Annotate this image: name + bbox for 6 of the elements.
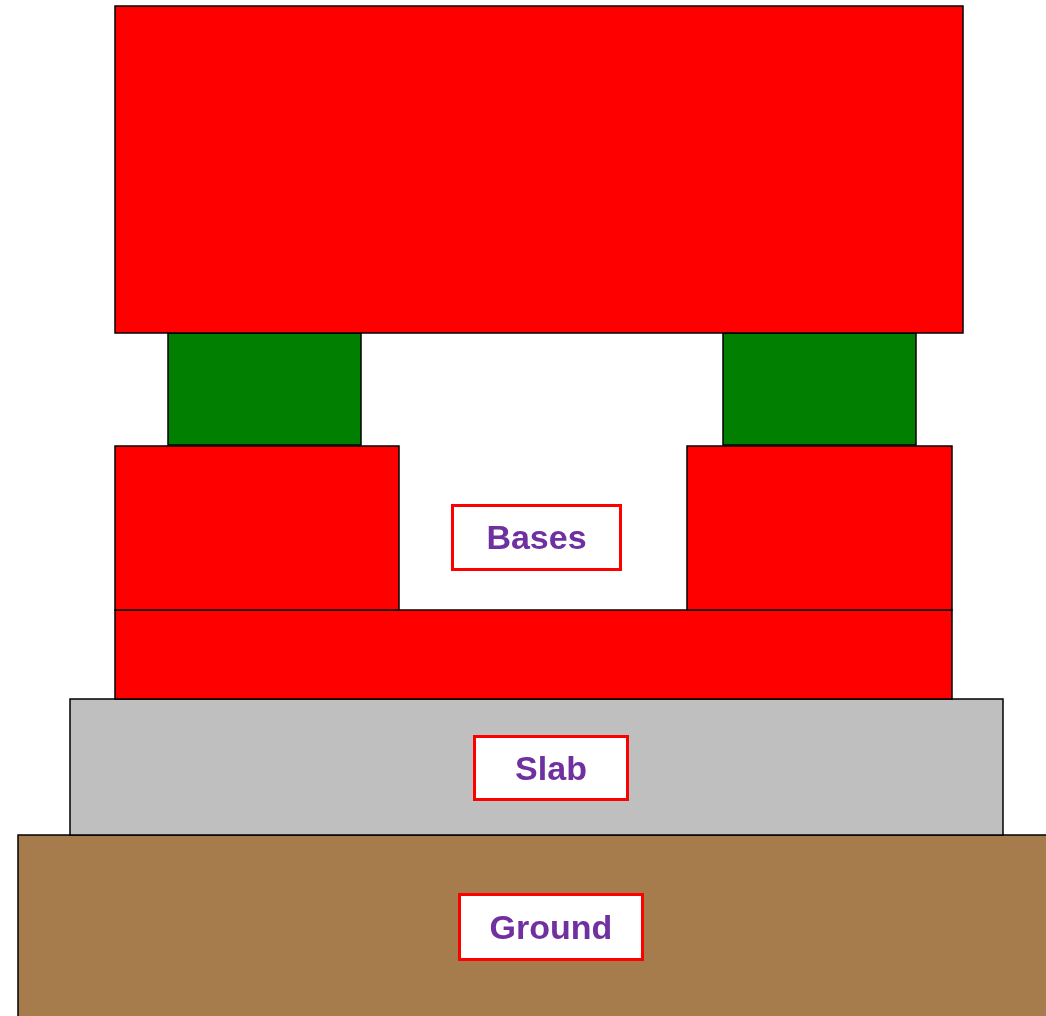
part-label: Slab [515, 748, 587, 788]
part-label: Bases [486, 518, 587, 557]
part-label: Ground [489, 907, 613, 947]
label-box [473, 735, 629, 801]
label-box [458, 893, 644, 961]
label-box [451, 504, 622, 571]
